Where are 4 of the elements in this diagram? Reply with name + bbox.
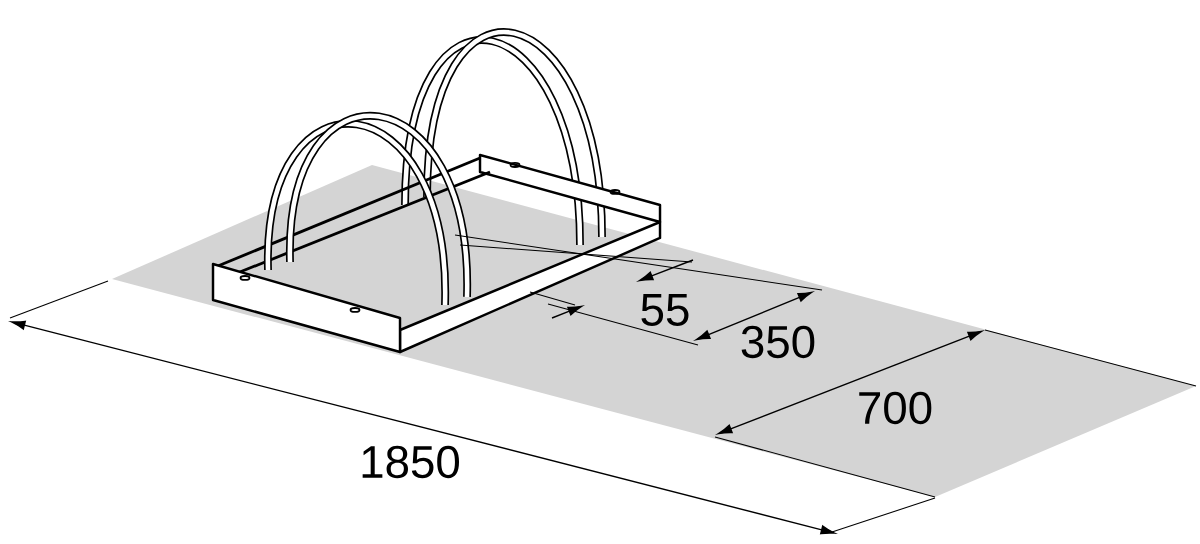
dimension-label: 350 [741,325,815,359]
dimension-label: 1850 [362,445,459,479]
dimension-label: 700 [859,391,932,425]
dimension-label: 55 [641,294,689,326]
